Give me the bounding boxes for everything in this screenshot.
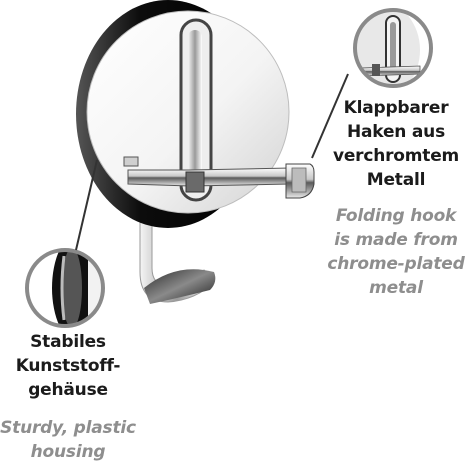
housing-label-german: Stabiles Kunststoff- gehäuse (15, 332, 121, 400)
folding-hook-arm (127, 167, 291, 187)
lower-hook-cup (144, 269, 216, 304)
hook-label-english: Folding hook is made from chrome-plated … (327, 206, 465, 298)
folding-hook-detail-icon (353, 8, 433, 88)
hook-label-german: Klappbarer Haken aus verchromtem Metall (332, 98, 460, 190)
wall-hook-icon (76, 0, 315, 304)
plastic-housing-detail-icon (25, 248, 105, 328)
housing-leader-line (75, 159, 98, 251)
housing-label-english: Sturdy, plastic housing (0, 418, 136, 462)
hook-leader-line (311, 73, 349, 159)
